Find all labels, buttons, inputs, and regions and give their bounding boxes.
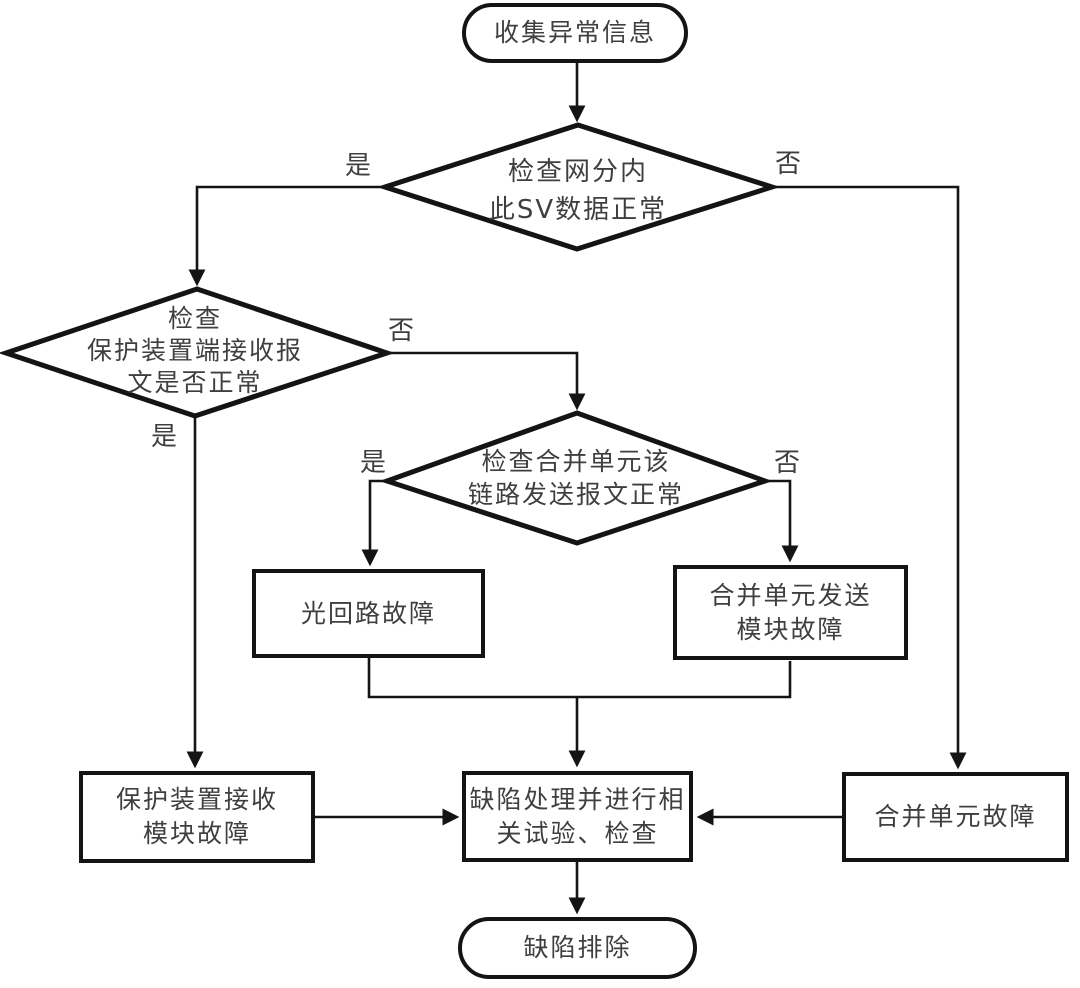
decision-network-no-label: 否	[774, 149, 801, 179]
decision-merging-unit-diamond	[379, 410, 773, 546]
edge-decision-merging-unit-yes-to-optical-fault	[361, 479, 387, 567]
edge-decision-network-yes-to-decision-protection	[188, 185, 385, 287]
defect-handling-box: 缺陷处理并进行相 关试验、检查	[462, 771, 693, 862]
end-node-label: 缺陷排除	[523, 933, 632, 962]
mu-fault-label: 合并单元故障	[874, 802, 1037, 831]
defect-handling-label: 缺陷处理并进行相 关试验、检查	[469, 784, 686, 848]
decision-network-diamond	[376, 122, 781, 252]
decision-merging-unit-no-label: 否	[773, 448, 800, 478]
start-node: 收集异常信息	[462, 3, 688, 63]
decision-protection-no-label: 否	[387, 316, 414, 346]
mu-send-module-fault-box: 合并单元发送 模块故障	[673, 565, 908, 660]
mu-send-module-fault-label: 合并单元发送 模块故障	[709, 580, 872, 644]
protection-recv-module-fault-label: 保护装置接收 模块故障	[115, 785, 278, 848]
edge-decision-network-no-to-mu-fault	[772, 185, 967, 770]
edge-merge-bus	[367, 658, 792, 699]
optical-loop-fault-label: 光回路故障	[300, 598, 436, 628]
protection-recv-module-fault-box: 保护装置接收 模块故障	[79, 771, 315, 863]
decision-merging-unit-label: 检查合并单元该 链路发送报文正常	[467, 447, 684, 509]
edge-decision-merging-unit-no-to-mu-send-fault	[765, 479, 799, 563]
edge-decision-protection-no-to-decision-merging-unit	[387, 351, 586, 411]
optical-loop-fault-box: 光回路故障	[252, 569, 485, 658]
decision-merging-unit-yes-label: 是	[359, 448, 386, 478]
start-node-label: 收集异常信息	[493, 18, 656, 47]
decision-protection-yes-label: 是	[150, 422, 177, 452]
mu-fault-box: 合并单元故障	[842, 772, 1069, 862]
decision-network-label: 检查网分内 此SV数据正常	[488, 157, 668, 225]
decision-protection-label: 检查 保护装置端接收报 文是否正常	[86, 304, 303, 397]
decision-network-yes-label: 是	[344, 151, 371, 181]
end-node: 缺陷排除	[458, 917, 697, 979]
